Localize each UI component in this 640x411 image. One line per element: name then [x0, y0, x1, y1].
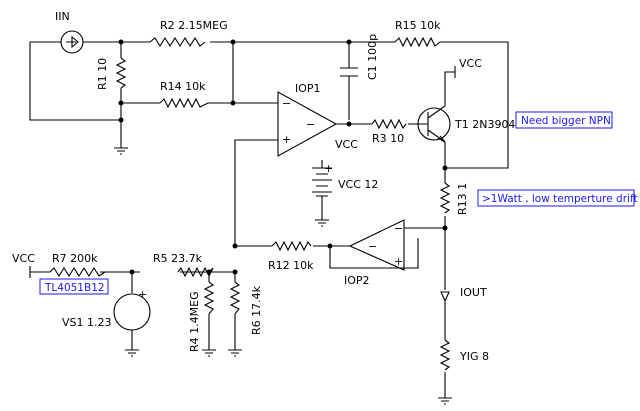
r15-resistor — [394, 36, 441, 48]
junction-dot — [346, 39, 352, 45]
npn-note-box — [515, 111, 613, 129]
iin-current-source — [55, 30, 90, 54]
label-vs1: VS1 1.23 — [62, 316, 112, 329]
label-iop1: IOP1 — [295, 82, 321, 95]
ref-note: TL4051B12 — [44, 282, 105, 294]
t1-transistor — [417, 107, 451, 143]
npn-note: Need bigger NPN — [521, 115, 611, 127]
r13-resistor — [439, 182, 451, 214]
vs1-voltage-source — [113, 293, 151, 331]
label-r4: R4 1.4MEG — [188, 291, 201, 352]
label-c1: C1 100p — [366, 34, 379, 80]
junctions — [118, 39, 448, 275]
vs1-plus-sign: + — [138, 288, 147, 301]
label-iin: IIN — [55, 10, 70, 23]
junction-dot — [230, 100, 236, 106]
ref-note-box — [39, 278, 109, 295]
ground-symbols — [114, 147, 452, 405]
label-vcc-top: VCC — [459, 57, 482, 70]
r7-resistor — [49, 266, 106, 278]
ground-icon — [202, 349, 216, 357]
r5-resistor — [177, 266, 214, 278]
yig-resistor — [439, 339, 451, 371]
junction-dot — [230, 39, 236, 45]
ground-icon — [438, 397, 452, 405]
junction-dot — [232, 243, 238, 249]
ground-icon — [125, 349, 139, 357]
r3-resistor — [371, 118, 407, 130]
label-vcc-mid: VCC — [335, 138, 358, 151]
label-r12: R12 10k — [268, 259, 314, 272]
junction-dot — [118, 100, 124, 106]
ground-icon — [315, 219, 329, 227]
watt-note: >1Watt , low temperture drift — [482, 193, 638, 205]
c1-capacitor — [340, 67, 358, 77]
label-r6: R6 17.4k — [250, 285, 263, 335]
label-r15: R15 10k — [395, 19, 441, 32]
label-iout: IOUT — [460, 286, 487, 299]
label-vcc-left: VCC — [12, 252, 35, 265]
r14-resistor — [159, 97, 209, 109]
label-vcc12: VCC 12 — [338, 178, 378, 191]
junction-dot — [346, 121, 352, 127]
junction-dot — [442, 225, 448, 231]
junction-dot — [232, 269, 238, 275]
ground-icon — [228, 349, 242, 357]
label-r7: R7 200k — [52, 252, 98, 265]
junction-dot — [118, 117, 124, 123]
label-r14: R14 10k — [160, 80, 206, 93]
watt-note-box — [477, 189, 635, 207]
iop1-minus-sign: − — [282, 97, 291, 110]
junction-dot — [118, 39, 124, 45]
junction-dot — [327, 243, 333, 249]
iop2-plus-sign: + — [394, 255, 403, 268]
iop1-opamp — [277, 91, 338, 157]
label-r13: R13 1 — [456, 183, 469, 215]
iop2-opamp — [348, 219, 405, 271]
label-r5: R5 23.7k — [153, 252, 203, 265]
r4-resistor — [203, 281, 215, 315]
annotation-notes: Need bigger NPN >1Watt , low temperture … — [39, 111, 638, 295]
label-yig: YIG 8 — [459, 350, 489, 363]
junction-dot — [129, 269, 135, 275]
vcc12-battery — [312, 167, 332, 197]
ground-icon — [114, 147, 128, 155]
label-r1: R1 10 — [96, 58, 109, 90]
r6-resistor — [229, 281, 241, 315]
component-labels: IIN R2 2.15MEG R15 10k R1 10 R14 10k IOP… — [12, 10, 515, 363]
iop1-symbol: − — [306, 118, 315, 131]
wires — [29, 41, 509, 398]
iop1-plus-sign: + — [282, 133, 291, 146]
junction-dot — [442, 165, 448, 171]
r2-resistor — [149, 36, 206, 48]
label-t1: T1 2N3904 — [454, 118, 515, 131]
r1-resistor — [115, 57, 127, 89]
label-iop2: IOP2 — [344, 274, 370, 287]
label-r2: R2 2.15MEG — [160, 19, 228, 32]
battery-plus-sign: + — [324, 162, 333, 175]
label-r3: R3 10 — [372, 132, 404, 145]
iop2-minus-sign: − — [394, 222, 403, 235]
iout-arrow — [440, 291, 450, 303]
r12-resistor — [271, 240, 312, 252]
iop2-symbol: − — [368, 240, 377, 253]
